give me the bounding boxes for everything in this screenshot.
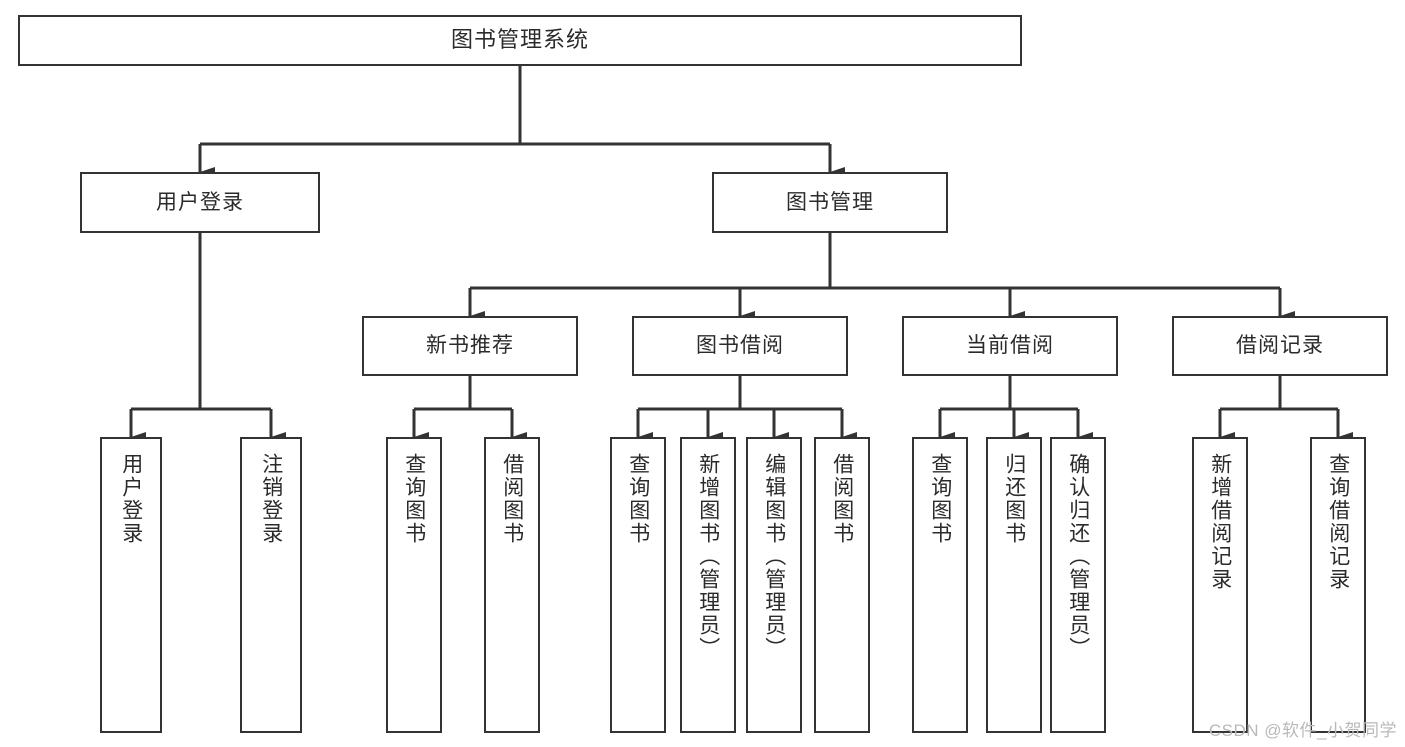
node-leaf-confirm-return-label: 确认归还（管理员） [1066,453,1090,660]
node-borrow-record[interactable]: 借阅记录 [1172,316,1388,376]
node-leaf-confirm-return[interactable]: 确认归还（管理员） [1050,437,1106,733]
node-leaf-return-book[interactable]: 归还图书 [986,437,1042,733]
node-leaf-borrow-book-label: 借阅图书 [830,453,854,545]
node-leaf-edit-book-admin[interactable]: 编辑图书（管理员） [746,437,802,733]
node-user-login[interactable]: 用户登录 [80,172,320,233]
node-new-book-recommend-label: 新书推荐 [426,334,514,358]
node-leaf-user-login[interactable]: 用户登录 [100,437,162,733]
node-leaf-add-book-admin[interactable]: 新增图书（管理员） [680,437,736,733]
node-book-borrow-label: 图书借阅 [696,334,784,358]
node-book-manage[interactable]: 图书管理 [712,172,948,233]
node-leaf-edit-book-admin-label: 编辑图书（管理员） [762,453,786,660]
node-leaf-query-book-borrow[interactable]: 查询图书 [610,437,666,733]
node-book-borrow[interactable]: 图书借阅 [632,316,848,376]
node-borrow-record-label: 借阅记录 [1236,334,1324,358]
node-leaf-return-book-label: 归还图书 [1002,453,1026,545]
node-leaf-borrow-book[interactable]: 借阅图书 [814,437,870,733]
node-leaf-add-book-admin-label: 新增图书（管理员） [696,453,720,660]
node-leaf-add-record-label: 新增借阅记录 [1208,453,1232,591]
node-current-borrow-label: 当前借阅 [966,334,1054,358]
node-leaf-query-book-rec-label: 查询图书 [402,453,426,545]
node-leaf-user-logout-label: 注销登录 [259,453,283,545]
node-book-manage-label: 图书管理 [786,190,874,214]
node-leaf-borrow-book-rec-label: 借阅图书 [500,453,524,545]
node-leaf-user-logout[interactable]: 注销登录 [240,437,302,733]
node-root-label: 图书管理系统 [450,27,589,53]
node-leaf-query-book-cur[interactable]: 查询图书 [912,437,968,733]
node-user-login-label: 用户登录 [156,190,244,214]
node-leaf-query-book-cur-label: 查询图书 [928,453,952,545]
node-leaf-user-login-label: 用户登录 [119,453,143,545]
node-root[interactable]: 图书管理系统 [18,15,1022,66]
node-leaf-query-record[interactable]: 查询借阅记录 [1310,437,1366,733]
node-new-book-recommend[interactable]: 新书推荐 [362,316,578,376]
node-leaf-query-book-borrow-label: 查询图书 [626,453,650,545]
watermark-text: CSDN @软件_小贺同学 [1208,721,1397,740]
node-current-borrow[interactable]: 当前借阅 [902,316,1118,376]
node-leaf-borrow-book-rec[interactable]: 借阅图书 [484,437,540,733]
node-leaf-query-record-label: 查询借阅记录 [1326,453,1350,591]
node-leaf-add-record[interactable]: 新增借阅记录 [1192,437,1248,733]
node-leaf-query-book-rec[interactable]: 查询图书 [386,437,442,733]
